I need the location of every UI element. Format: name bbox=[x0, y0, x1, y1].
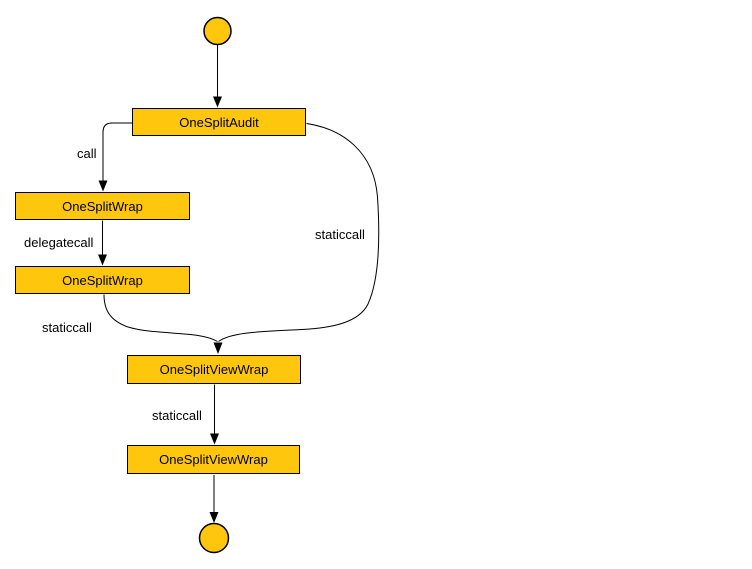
edge-label-delegatecall: delegatecall bbox=[24, 235, 94, 250]
edge-call bbox=[102, 122, 132, 181]
node-onesplitaudit: OneSplitAudit bbox=[132, 108, 306, 136]
edge-label-staticcall-right: staticcall bbox=[315, 227, 365, 242]
node-onesplitviewwrap-1: OneSplitViewWrap bbox=[127, 355, 301, 384]
edge-label-staticcall-left: staticcall bbox=[42, 320, 92, 335]
arrowhead-staticcall-mid bbox=[210, 433, 219, 445]
node-onesplitwrap-2: OneSplitWrap bbox=[15, 266, 190, 294]
arrowhead-start-to-onesplitaudit bbox=[213, 96, 222, 108]
arrowhead-onesplitviewwrap-to-end bbox=[209, 512, 219, 523]
edge-staticcall-left bbox=[103, 294, 218, 342]
start-node-circle bbox=[203, 16, 232, 46]
end-node-circle bbox=[198, 522, 230, 554]
edge-staticcall-right bbox=[218, 123, 380, 342]
node-onesplitwrap-1: OneSplitWrap bbox=[15, 192, 190, 220]
edge-label-staticcall-mid: staticcall bbox=[152, 408, 202, 423]
edge-label-call: call bbox=[77, 146, 97, 161]
arrowhead-call bbox=[98, 180, 108, 192]
arrowhead-delegatecall bbox=[98, 254, 107, 266]
node-onesplitviewwrap-2: OneSplitViewWrap bbox=[127, 445, 300, 474]
arrowhead-staticcall-merge bbox=[213, 342, 223, 354]
